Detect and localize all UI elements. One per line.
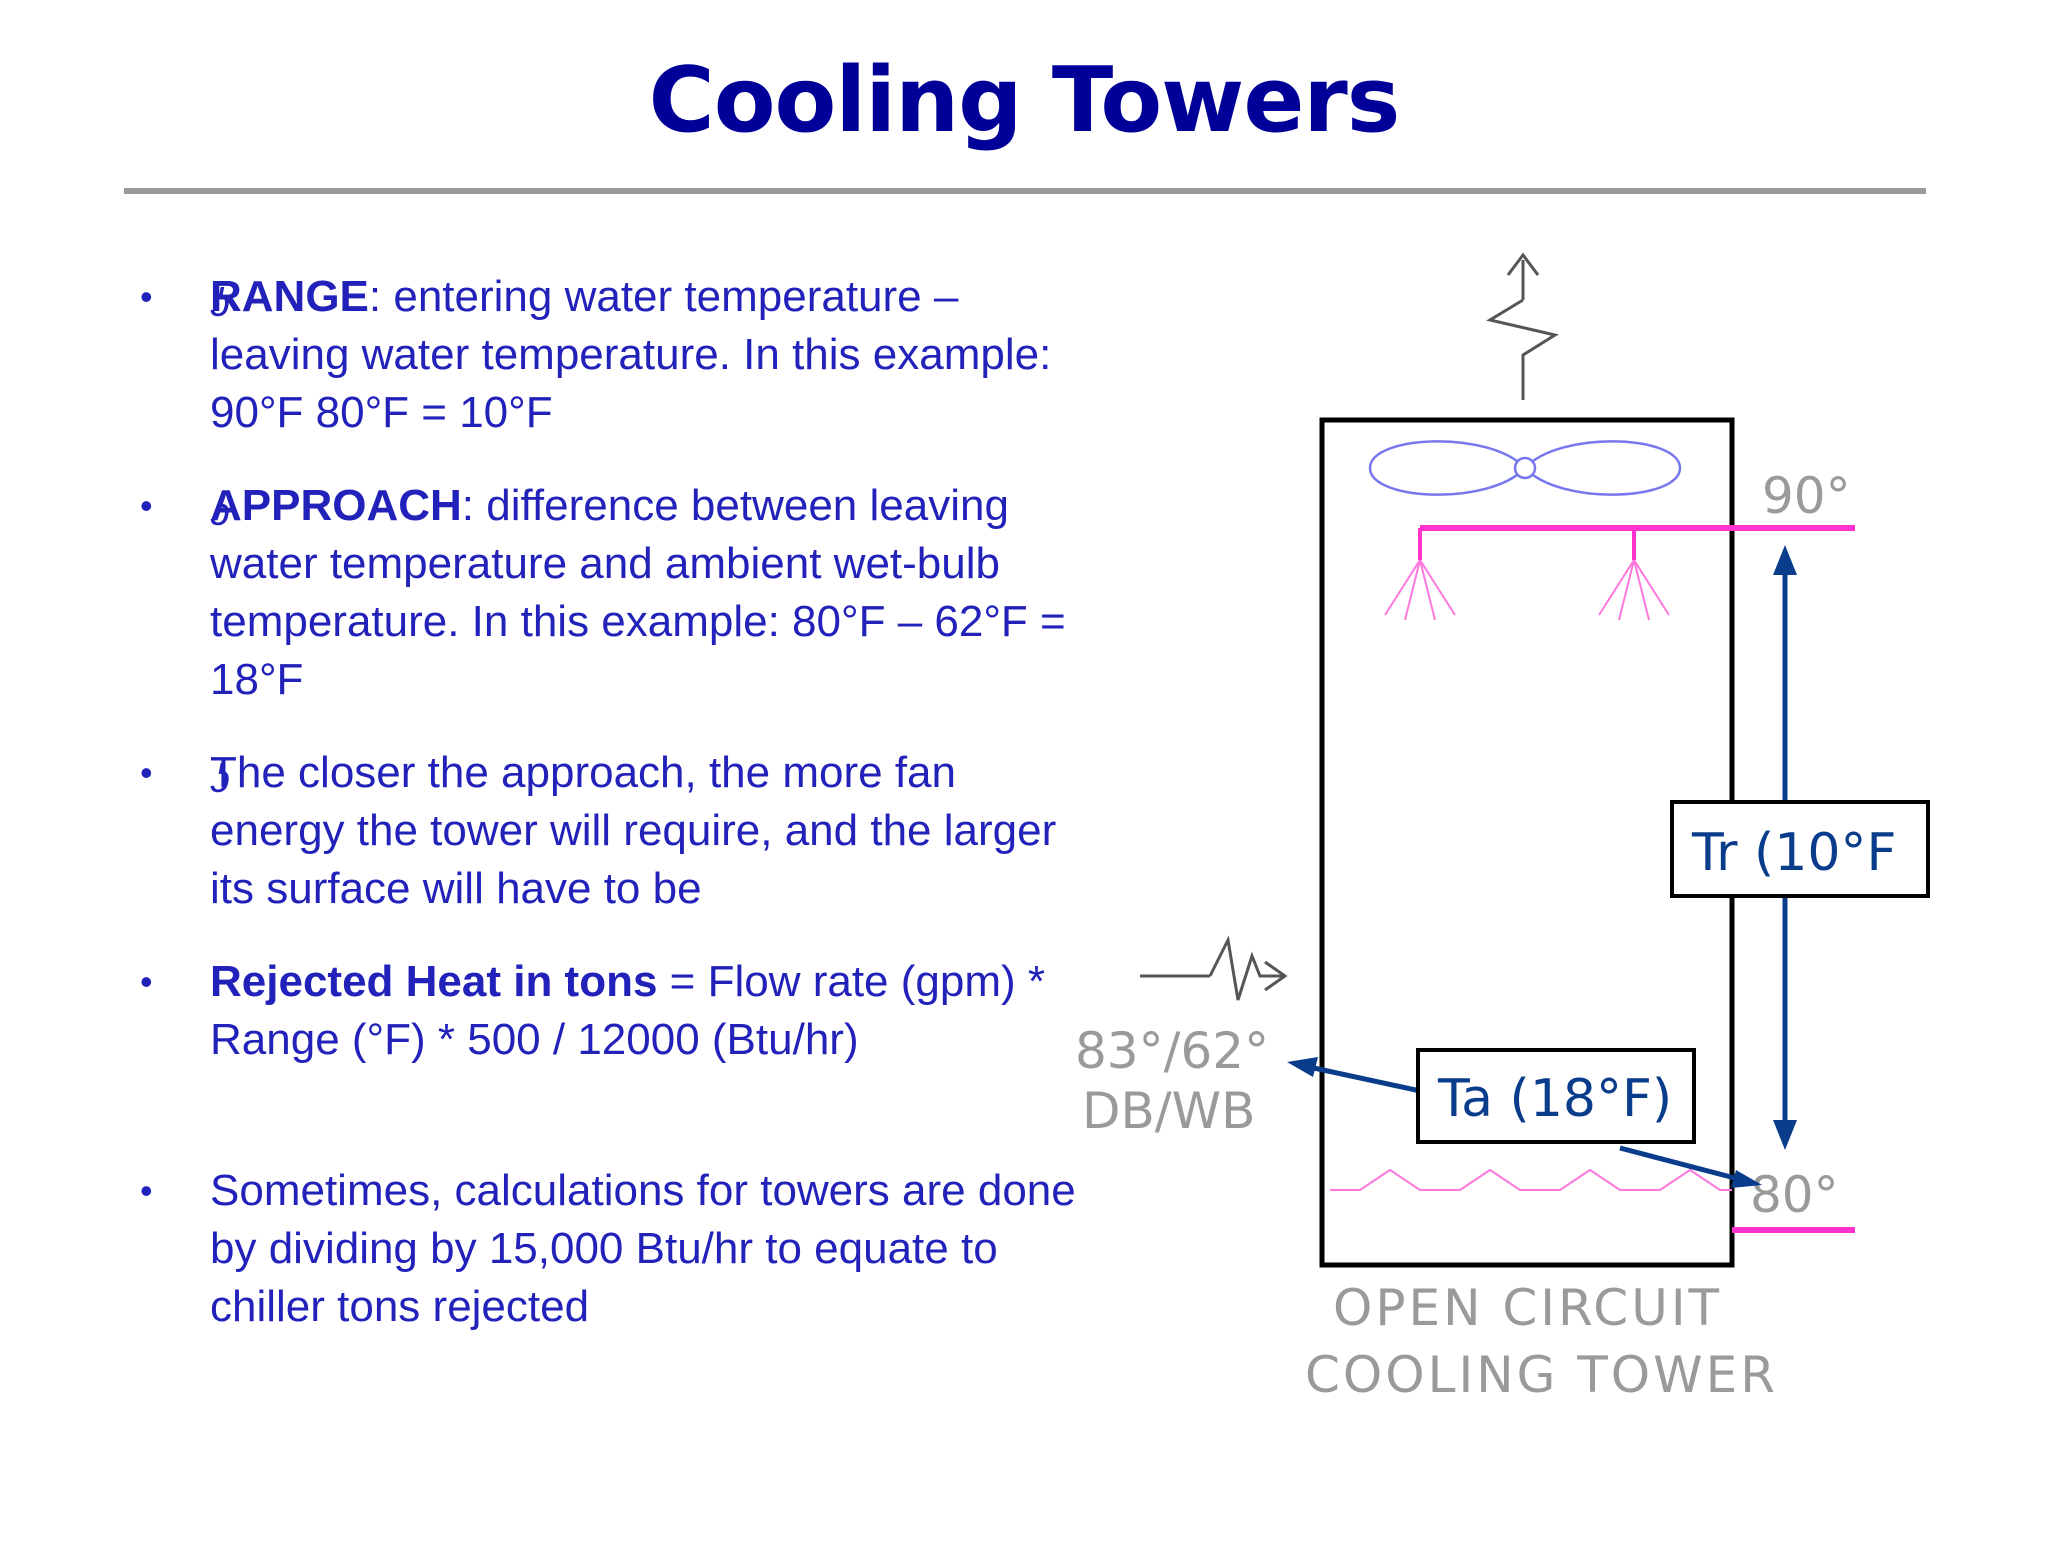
bullet-text: APPROACH: difference between leaving wat… xyxy=(210,477,1090,709)
cooling-tower-diagram: 90° 80° Tr (10°F 83°/62° DB/WB Ta (18°F xyxy=(1060,230,1960,1420)
inlet-air-unit: DB/WB xyxy=(1082,1082,1255,1140)
bullet-body: Sometimes, calculations for towers are d… xyxy=(210,1166,1076,1331)
inlet-air-arrow xyxy=(1140,935,1288,1001)
bullet-dot: • xyxy=(140,1170,153,1211)
diagram-caption-line2: COOLING TOWER xyxy=(1305,1346,1778,1404)
bullet-keyword: RANGE xyxy=(210,272,369,321)
exhaust-air-arrow xyxy=(1486,252,1559,400)
bullet-body: = Flow rate (gpm) * Range (°F) * 500 / 1… xyxy=(210,957,1045,1064)
bullet-dot: • xyxy=(140,961,153,1002)
inlet-air-temp: 83°/62° xyxy=(1075,1022,1269,1080)
range-box xyxy=(1670,800,1930,898)
bullet-dot: • xyxy=(140,485,153,526)
cooling-tower-svg: 90° 80° Tr (10°F 83°/62° DB/WB Ta (18°F xyxy=(1075,252,1930,1404)
bullet-body: : difference between leaving water tempe… xyxy=(210,481,1066,704)
bullet-dot: • xyxy=(140,276,153,317)
bullet-keyword: APPROACH xyxy=(210,481,462,530)
spray-nozzle-icon xyxy=(1384,559,1670,621)
bullet-text: Rejected Heat in tons = Flow rate (gpm) … xyxy=(210,953,1090,1069)
stray-glyph: ʖ xyxy=(210,490,230,534)
bullet-keyword: Rejected Heat in tons xyxy=(210,957,658,1006)
bullet-text: RANGE: entering water temperature – leav… xyxy=(210,268,1090,442)
hot-water-header xyxy=(1418,525,1855,560)
bullet-text: Sometimes, calculations for towers are d… xyxy=(210,1162,1090,1336)
stray-glyph: ʖ xyxy=(210,757,230,801)
diagram-caption-line1: OPEN CIRCUIT xyxy=(1333,1279,1722,1337)
bullet-dot: • xyxy=(140,752,153,793)
temp-top-label: 90° xyxy=(1762,467,1851,525)
temp-bottom-label: 80° xyxy=(1750,1166,1839,1224)
fan-icon xyxy=(1368,440,1682,496)
approach-box-label: Ta (18°F) xyxy=(1437,1069,1672,1129)
bullet-body: The closer the approach, the more fan en… xyxy=(210,748,1057,913)
bullet-text: The closer the approach, the more fan en… xyxy=(210,744,1090,918)
range-box-label: Tr (10°F xyxy=(1691,823,1896,883)
stray-glyph: ʖ xyxy=(210,281,230,325)
basin-water-wave xyxy=(1330,1168,1732,1191)
approach-arrows xyxy=(1287,1057,1762,1188)
approach-box xyxy=(1416,1048,1696,1144)
title-divider xyxy=(124,188,1926,194)
bullet-body: : entering water temperature – leaving w… xyxy=(210,272,1052,437)
bullet-list: • ʖ RANGE: entering water temperature – … xyxy=(0,0,1076,1400)
slide-title: Cooling Towers xyxy=(648,48,1401,153)
